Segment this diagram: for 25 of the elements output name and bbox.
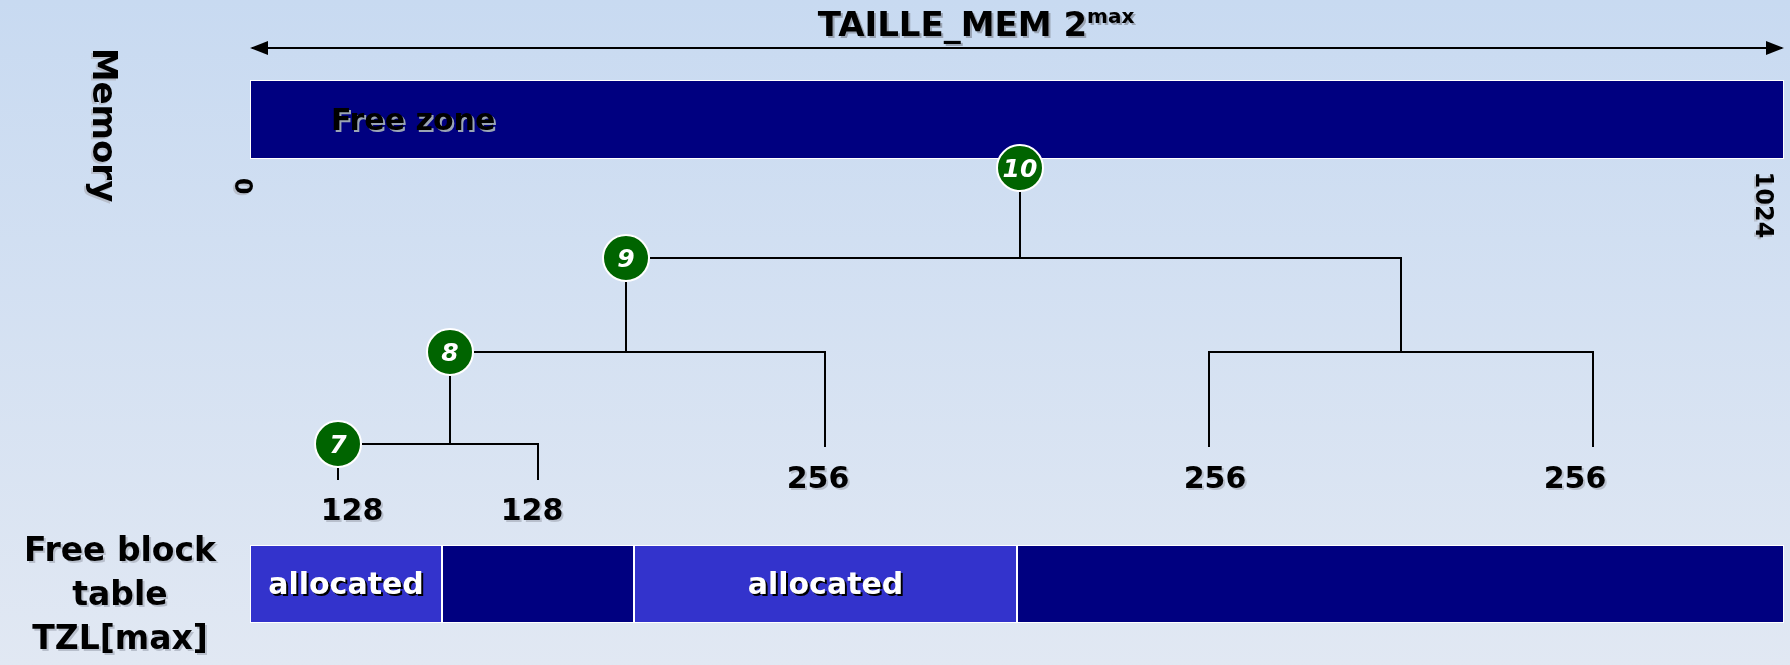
free-block-bar — [442, 545, 634, 623]
address-label: 0 — [231, 177, 255, 195]
tree-line — [337, 467, 339, 481]
allocated-block-bar — [250, 545, 442, 623]
table-label: Free block table TZL[max] — [22, 529, 218, 659]
block-size-label: 128 — [320, 495, 384, 525]
tree-line — [625, 281, 826, 448]
free-block-bar — [1017, 545, 1784, 623]
axis-label: Memory — [88, 47, 122, 203]
level-number: 7 — [329, 431, 347, 457]
tree-line — [449, 375, 539, 481]
level-number: 10 — [1002, 155, 1038, 181]
level-number: 9 — [617, 245, 635, 271]
block-label: allocated — [268, 569, 424, 599]
block-size-label: 256 — [1183, 463, 1247, 493]
title: TAILLE_MEM 2$^{max}$ — [817, 4, 1135, 44]
block-size-label: 128 — [500, 495, 564, 525]
block-size-label: 256 — [1543, 463, 1607, 493]
block-size-label: 256 — [786, 463, 850, 493]
address-label: 1024 — [1752, 171, 1776, 239]
block-label: Free zone — [331, 104, 496, 135]
level-number: 8 — [441, 339, 459, 365]
block-label: allocated — [747, 569, 904, 599]
allocated-block-bar — [634, 545, 1017, 623]
free-block-bar — [250, 80, 1784, 159]
